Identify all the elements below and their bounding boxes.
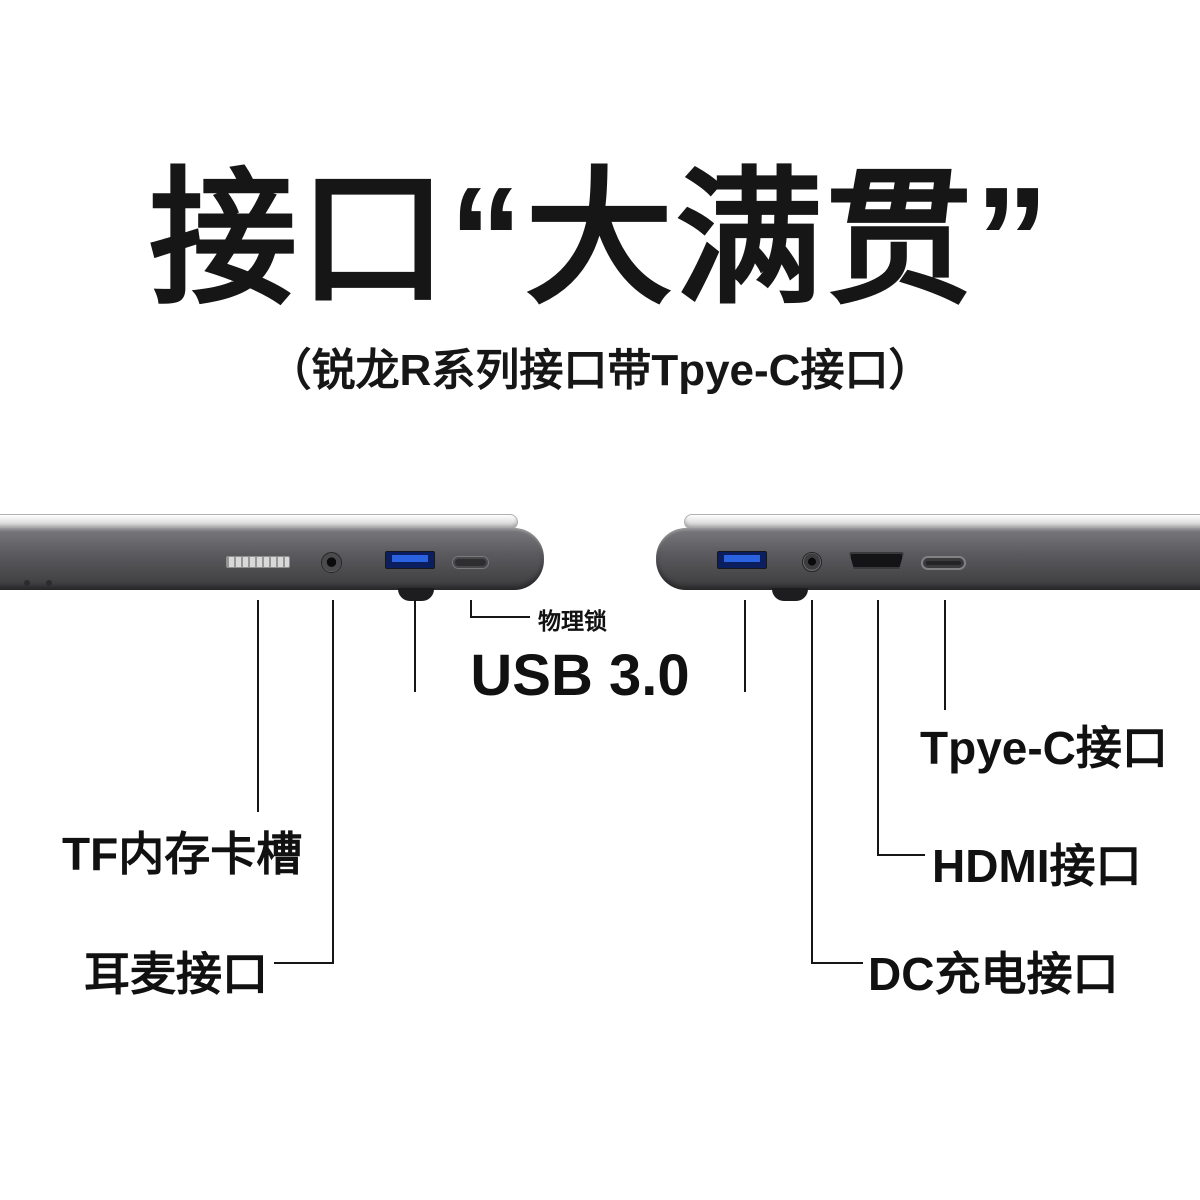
tf-card-slot-icon [226, 556, 290, 568]
label-hdmi-port: HDMI接口 [932, 840, 1142, 892]
label-headset-port: 耳麦接口 [84, 948, 268, 1000]
callout-line-tf-card [257, 600, 259, 812]
usb-port-right-icon [717, 551, 767, 569]
rubber-foot [772, 588, 808, 601]
label-tf-card-slot: TF内存卡槽 [62, 828, 303, 880]
dc-power-jack-icon [802, 552, 822, 572]
headphone-jack-icon [321, 552, 342, 573]
callout-line-headset [274, 962, 334, 964]
callout-line-headset [332, 600, 334, 964]
page-subtitle: （锐龙R系列接口带Tpye-C接口） [267, 346, 933, 395]
page-title: 接口“大满贯” [149, 157, 1051, 322]
callout-line-hdmi [877, 854, 925, 856]
callout-line-lock [470, 616, 530, 618]
callout-line-hdmi [877, 600, 879, 856]
callout-line-lock [470, 600, 472, 618]
screw-icon [24, 580, 30, 586]
label-dc-power-port: DC充电接口 [868, 948, 1119, 1000]
callout-line-usb-left [414, 600, 416, 692]
usb-port-left-icon [385, 551, 435, 569]
label-physical-lock: 物理锁 [538, 608, 607, 634]
screw-icon [46, 580, 52, 586]
hdmi-port-icon [849, 552, 904, 569]
callout-line-type-c [944, 600, 946, 710]
callout-line-dc-power [811, 962, 863, 964]
callout-line-dc-power [811, 600, 813, 964]
callout-line-usb-right [744, 600, 746, 692]
rubber-foot [398, 588, 434, 601]
kensington-lock-slot-icon [452, 556, 489, 569]
label-type-c-port: Tpye-C接口 [920, 722, 1168, 774]
type-c-port-icon [921, 556, 966, 570]
label-usb-3-0: USB 3.0 [470, 643, 690, 708]
